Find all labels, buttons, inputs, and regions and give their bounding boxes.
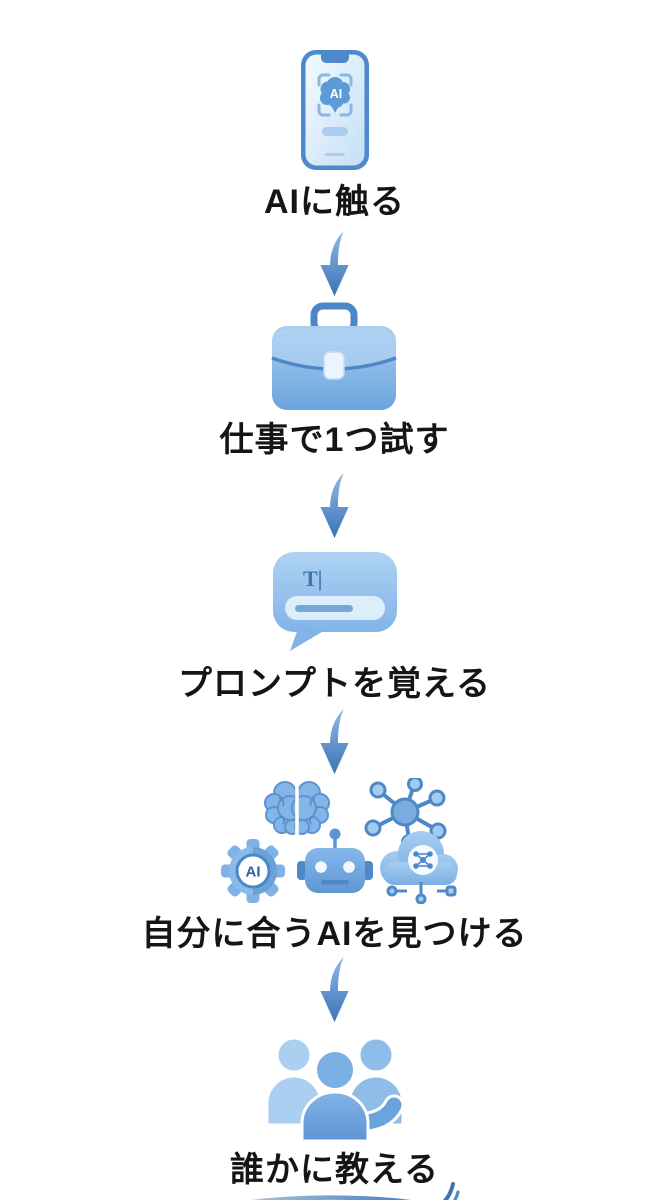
circuit-lines bbox=[386, 882, 456, 905]
step-learn-prompts: T| プロンプトを覚える bbox=[178, 548, 491, 706]
underline-swoosh-icon bbox=[210, 1180, 460, 1200]
arrow-down-icon bbox=[307, 230, 363, 300]
step-touch-ai: AI AIに触る bbox=[264, 48, 405, 224]
ai-gear-icon: AI bbox=[220, 839, 285, 903]
briefcase-icon bbox=[268, 300, 400, 416]
arrow-down-icon bbox=[307, 472, 363, 542]
phone-button bbox=[321, 127, 348, 136]
step-label-touch-ai: AIに触る bbox=[264, 183, 405, 221]
neural-pattern bbox=[412, 851, 433, 869]
step-label-try-at-work: 仕事で1つ試す bbox=[219, 421, 450, 459]
gear-ai-badge: AI bbox=[245, 864, 260, 881]
briefcase-clasp bbox=[323, 351, 346, 380]
ai-tools-cluster-icon: AI bbox=[209, 776, 461, 905]
people-group-icon bbox=[246, 1028, 424, 1143]
step-label-learn-prompts: プロンプトを覚える bbox=[178, 665, 491, 703]
brain-icon bbox=[319, 77, 350, 113]
phone-ai-badge: AI bbox=[329, 87, 342, 101]
person-back-right bbox=[347, 1036, 404, 1127]
robot-icon bbox=[296, 828, 373, 893]
step-label-teach-someone: 誰かに教える bbox=[230, 1151, 439, 1189]
step-label-find-your-ai: 自分に合うAIを見つける bbox=[141, 915, 528, 953]
prompt-chat-bubble-icon: T| bbox=[269, 548, 401, 654]
step-try-at-work: 仕事で1つ試す bbox=[220, 300, 450, 462]
arrow-down-icon bbox=[307, 708, 363, 778]
brain-icon bbox=[263, 781, 330, 835]
step-teach-someone: 誰かに教える bbox=[210, 1028, 460, 1200]
step-find-your-ai: AI bbox=[141, 776, 528, 956]
arrow-down-icon bbox=[307, 956, 363, 1026]
cloud-ai-icon bbox=[379, 831, 458, 905]
text-cursor-glyph: T| bbox=[303, 566, 323, 591]
scan-frame-icon bbox=[317, 73, 352, 117]
home-indicator bbox=[324, 153, 345, 156]
person-front bbox=[300, 1049, 404, 1143]
smartphone-ai-scan-icon: AI bbox=[298, 48, 372, 172]
